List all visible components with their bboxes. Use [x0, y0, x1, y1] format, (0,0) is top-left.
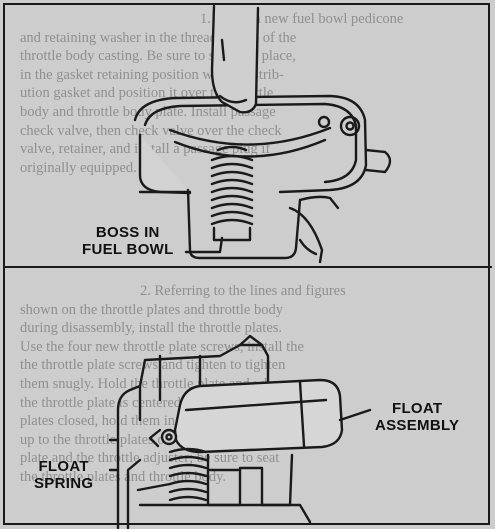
label-line: FLOAT — [38, 458, 89, 475]
text-line: Use the four new throttle plate screws, … — [20, 338, 304, 355]
top-background-text: 1. Install a new fuel bowl pedicone and … — [20, 10, 490, 177]
float-assembly-label: FLOAT ASSEMBLY — [375, 400, 459, 434]
page-frame — [3, 3, 490, 525]
float-spring-label: FLOAT SPRING — [34, 458, 93, 492]
text-line: body and throttle body plate. Install pa… — [20, 103, 276, 120]
text-line: shown on the throttle plates and throttl… — [20, 301, 283, 318]
text-line: the throttle plate screws and tighten to… — [20, 357, 286, 374]
float-assembly-illustration — [108, 334, 372, 529]
bottom-background-text: 2. Referring to the lines and figures sh… — [20, 282, 490, 487]
text-line: plate and the throttle adjuster; be sure… — [20, 450, 280, 467]
figure-divider — [3, 266, 492, 268]
label-line: FLOAT — [392, 400, 443, 417]
fuel-bowl-top-illustration — [133, 4, 392, 264]
label-line: BOSS IN — [95, 224, 160, 241]
text-line: 2. Referring to the lines and figures — [140, 283, 346, 299]
text-line: originally equipped. — [20, 159, 137, 176]
text-line: during disassembly, install the throttle… — [20, 320, 283, 337]
text-line: check valve, then check valve over the c… — [20, 122, 282, 139]
label-line: FUEL BOWL — [82, 241, 174, 258]
label-line: SPRING — [34, 475, 94, 492]
label-line: ASSEMBLY — [375, 417, 460, 434]
boss-in-fuel-bowl-label: BOSS IN FUEL BOWL — [82, 224, 174, 258]
text-line: the throttle plates and throttle body. — [20, 468, 227, 485]
